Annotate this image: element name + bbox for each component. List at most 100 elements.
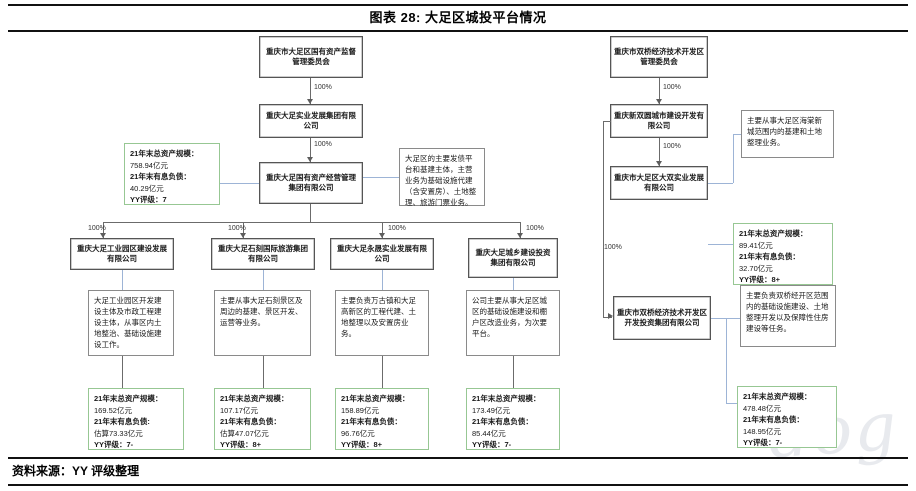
note-subsidiary-3: 主要负责万古镇和大足高新区的工程代建、土地整理以及安置房业务。 <box>335 290 429 356</box>
fin-debt-value: 32.70亿元 <box>739 263 773 273</box>
fin-subsidiary-4: 21年末总资产规模： 173.49亿元 21年末有息负债： 85.44亿元 YY… <box>466 388 560 450</box>
top-rule <box>8 4 908 6</box>
note-right-level4: 主要负责双桥经开区范围内的基础设施建设、土地整理开发以及保障性住房建设等任务。 <box>740 285 836 347</box>
fin-assets-value: 173.49亿元 <box>472 405 510 415</box>
footer-bottom-rule <box>8 484 908 486</box>
connector-note-right-level4-h <box>711 318 740 319</box>
fin-rating: YY评级：7- <box>472 440 512 449</box>
connector-sub2-fin <box>263 356 264 388</box>
connector-right-root-to-l2 <box>659 78 660 104</box>
pct-left-l2-to-l3: 100% <box>314 141 332 148</box>
fin-debt-label: 21年末有息负债： <box>743 415 804 424</box>
fin-rating: YY评级：8+ <box>341 440 383 449</box>
connector-right-l2-to-l3 <box>659 138 660 166</box>
fin-assets-label: 21年末总资产规模： <box>472 394 541 403</box>
pct-sub2: 100% <box>228 225 246 232</box>
fin-rating: YY评级：7- <box>743 438 783 447</box>
note-subsidiary-4: 公司主要从事大足区城区的基础设施建设和棚户区改造业务，为次要平台。 <box>466 290 560 356</box>
fin-assets-value: 107.17亿元 <box>220 405 258 415</box>
fin-debt-label: 21年末有息负债： <box>130 172 191 181</box>
fin-assets-label: 21年末总资产规模： <box>739 229 808 238</box>
connector-sub1 <box>103 222 104 238</box>
connector-sub2 <box>243 222 244 238</box>
fin-assets-label: 21年末总资产规模： <box>341 394 410 403</box>
pct-sub4: 100% <box>526 225 544 232</box>
connector-note-left-level3 <box>363 177 399 178</box>
connector-sub4 <box>520 222 521 238</box>
node-left-level3: 重庆大足国有资产经营管理集团有限公司 <box>259 162 363 204</box>
note-subsidiary-2: 主要从事大足石刻景区及周边的基建、景区开发、运营等业务。 <box>214 290 311 356</box>
page-title: 图表 28: 大足区城投平台情况 <box>369 10 547 25</box>
fin-right-level3: 21年末总资产规模： 89.41亿元 21年末有息负债： 32.70亿元 YY评… <box>733 223 833 285</box>
fin-debt-value: 148.95亿元 <box>743 426 781 436</box>
arrow-right-to-l4 <box>608 313 613 319</box>
arrow-sub2 <box>240 233 246 238</box>
fin-rating: YY评级：7- <box>94 440 134 449</box>
fin-debt-value: 96.76亿元 <box>341 428 375 438</box>
connector-right-l2-left-v <box>603 121 604 317</box>
fin-assets-value: 478.48亿元 <box>743 403 781 413</box>
fin-rating: YY评级：8+ <box>220 440 262 449</box>
connector-sub1-note <box>122 270 123 290</box>
fin-debt-label: 21年末有息负债： <box>739 252 800 261</box>
node-left-root: 重庆市大足区国有资产监督管理委员会 <box>259 36 363 78</box>
note-subsidiary-1: 大足工业园区开发建设主体及市政工程建设主体，从事区内土地整治、基础设施建设工作。 <box>88 290 174 356</box>
fin-debt-value: 估算47.07亿元 <box>220 428 269 438</box>
pct-left-root-to-l2: 100% <box>314 84 332 91</box>
fin-assets-label: 21年末总资产规模： <box>130 149 199 158</box>
pct-right-l2-to-l4: 100% <box>604 244 622 251</box>
node-right-root: 重庆市双桥经济技术开发区管理委员会 <box>610 36 708 78</box>
connector-left-l2-to-l3 <box>310 138 311 162</box>
fin-assets-value: 158.89亿元 <box>341 405 379 415</box>
node-subsidiary-1: 重庆大足工业园区建设发展有限公司 <box>70 238 174 270</box>
fin-subsidiary-3: 21年末总资产规模： 158.89亿元 21年末有息负债： 96.76亿元 YY… <box>335 388 429 450</box>
fin-assets-label: 21年末总资产规模： <box>94 394 163 403</box>
arrow-sub3 <box>379 233 385 238</box>
arrow-sub4 <box>517 233 523 238</box>
fin-debt-label: 21年末有息负债: <box>94 417 150 426</box>
fin-assets-value: 89.41亿元 <box>739 240 773 250</box>
connector-right-l2-left-h <box>603 121 611 122</box>
connector-right-level4-fin-h <box>726 403 737 404</box>
fin-right-level4: 21年末总资产规模： 478.48亿元 21年末有息负债： 148.95亿元 Y… <box>737 386 837 448</box>
pct-sub3: 100% <box>388 225 406 232</box>
node-subsidiary-3: 重庆大足永晟实业发展有限公司 <box>330 238 434 270</box>
fin-rating: YY评级：8+ <box>739 275 781 284</box>
title-underline-rule <box>8 30 908 32</box>
node-right-level4: 重庆市双桥经济技术开发区开发投资集团有限公司 <box>613 296 711 340</box>
fin-assets-value: 758.94亿元 <box>130 160 168 170</box>
fin-assets-label: 21年末总资产规模： <box>220 394 289 403</box>
note-left-level3: 大足区的主要发债平台和基建主体，主营业务为基础设施代建（含安置房）、土地整理、旅… <box>399 148 485 207</box>
connector-note-right-level3-h1 <box>708 183 733 184</box>
node-right-level3: 重庆市大足区大双实业发展有限公司 <box>610 166 708 200</box>
connector-sub3-fin <box>382 356 383 388</box>
fin-debt-value: 85.44亿元 <box>472 428 506 438</box>
connector-sub2-note <box>263 270 264 290</box>
connector-sub4-fin <box>513 356 514 388</box>
fin-left-level3: 21年末总资产规模： 758.94亿元 21年末有息负债： 40.29亿元 YY… <box>124 143 220 205</box>
node-subsidiary-4: 重庆大足城乡建设投资集团有限公司 <box>468 238 558 278</box>
connector-sub4-note <box>513 278 514 290</box>
connector-sub3 <box>382 222 383 238</box>
node-subsidiary-2: 重庆大足石刻国际旅游集团有限公司 <box>211 238 315 270</box>
note-right-level3: 主要从事大足区海棠新城范围内的基建和土地整理业务。 <box>741 110 834 158</box>
connector-right-level4-fin-v <box>726 318 727 403</box>
fin-debt-value: 40.29亿元 <box>130 183 164 193</box>
fin-rating: YY评级：7 <box>130 195 167 204</box>
pct-right-root-to-l2: 100% <box>663 84 681 91</box>
pct-right-l2-to-l3: 100% <box>663 143 681 150</box>
fin-debt-value: 估算73.33亿元 <box>94 428 143 438</box>
fin-debt-label: 21年末有息负债： <box>472 417 533 426</box>
busbar-left <box>103 222 520 223</box>
arrow-sub1 <box>100 233 106 238</box>
pct-sub1: 100% <box>88 225 106 232</box>
arrow-left-l2-to-l3 <box>307 157 313 162</box>
connector-right-to-l4-h <box>603 317 612 318</box>
fin-subsidiary-1: 21年末总资产规模： 169.52亿元 21年末有息负债: 估算73.33亿元 … <box>88 388 184 450</box>
busbar-drop-left <box>310 204 311 222</box>
arrow-right-l2-to-l3 <box>656 161 662 166</box>
connector-note-right-level3-v <box>733 134 734 183</box>
fin-assets-value: 169.52亿元 <box>94 405 132 415</box>
fin-assets-label: 21年末总资产规模： <box>743 392 812 401</box>
connector-sub1-fin <box>122 356 123 388</box>
